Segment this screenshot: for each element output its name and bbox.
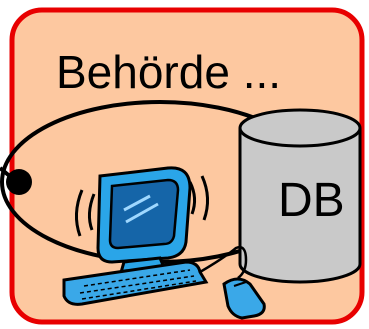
connector-dot — [6, 169, 32, 195]
db-label: DB — [278, 174, 345, 227]
box-title: Behörde ... — [56, 46, 281, 98]
